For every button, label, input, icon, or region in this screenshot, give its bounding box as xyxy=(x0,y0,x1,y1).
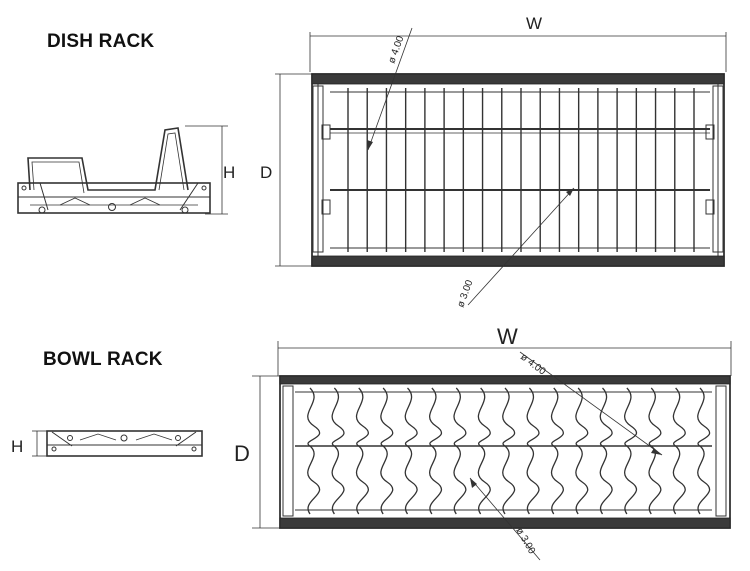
bowl-wire xyxy=(624,387,638,515)
bowl-rack-top-view: W D ø 4.00 ø 3.00 xyxy=(234,324,732,561)
bowl-rack-side-base xyxy=(46,430,203,457)
bowl-wire xyxy=(355,387,370,515)
bowl-rack-depth-label: D xyxy=(234,441,250,466)
dish-rack-frame xyxy=(311,73,725,267)
bowl-wire xyxy=(380,387,394,515)
bowl-rack-width-label: W xyxy=(497,324,518,349)
bowl-wire xyxy=(307,387,321,515)
bowl-rack-side-profile: H xyxy=(11,430,203,457)
bowl-wire xyxy=(575,387,589,515)
dish-rack-top-view: W D ø xyxy=(260,14,727,309)
bowl-wire xyxy=(404,387,418,515)
bowl-rack-top-wire-callout: ø 4.00 xyxy=(518,352,548,378)
bowl-wire xyxy=(477,387,491,515)
bowl-wire xyxy=(672,387,686,515)
bowl-rack-wires xyxy=(307,387,711,515)
bowl-rack-frame xyxy=(279,375,731,529)
bowl-rack-height-label: H xyxy=(11,437,23,456)
bowl-wire xyxy=(453,387,467,515)
bowl-wire xyxy=(526,387,540,515)
dish-rack-bottom-wire-callout: ø 3.00 xyxy=(455,278,475,309)
dish-rack-side-base xyxy=(17,182,211,214)
bowl-wire xyxy=(648,387,662,515)
bowl-wire xyxy=(599,387,613,515)
bowl-rack-title: BOWL RACK xyxy=(43,349,163,370)
dish-rack-side-wire xyxy=(27,127,189,191)
dish-rack-width-label: W xyxy=(526,14,542,33)
bowl-rack-bottom-wire-callout: ø 3.00 xyxy=(513,526,537,556)
dish-rack-top-wire-callout: ø 4.00 xyxy=(386,34,406,65)
bowl-wire xyxy=(550,387,565,515)
bowl-wire xyxy=(331,387,345,515)
dish-rack-side-profile: H xyxy=(17,125,235,215)
bowl-wire xyxy=(697,387,711,515)
dish-rack-title: DISH RACK xyxy=(47,31,155,52)
dish-rack-depth-label: D xyxy=(260,163,272,182)
dish-rack-height-label: H xyxy=(223,163,235,182)
dish-rack-wires xyxy=(347,88,695,252)
bowl-wire xyxy=(429,387,443,515)
bowl-wire xyxy=(502,387,516,515)
